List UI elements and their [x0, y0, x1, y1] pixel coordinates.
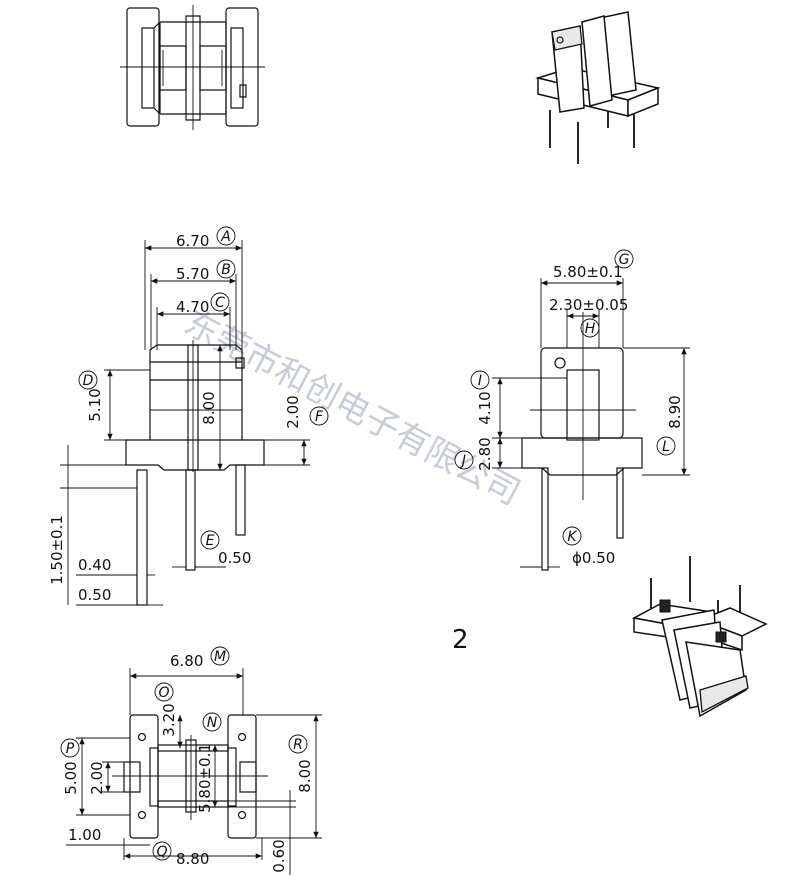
dim-p2-value: 2.00 [88, 761, 106, 794]
callout-h-circle [580, 318, 600, 338]
figure-number: 2 [452, 625, 469, 655]
top-view-drawing [120, 5, 265, 130]
callout-h-letter: H [585, 321, 596, 337]
dim-r-value: 8.00 [296, 759, 314, 792]
callout-d-circle [78, 370, 98, 390]
callout-k-circle [562, 526, 582, 546]
dim-q1-value: 1.00 [68, 826, 101, 844]
callout-n-circle [202, 712, 222, 732]
callout-c-circle [210, 292, 230, 312]
dim-b-value: 5.70 [176, 265, 209, 283]
dim-pin-large-value: 0.50 [78, 586, 111, 604]
dim-m-value: 6.80 [170, 652, 203, 670]
dim-l-value: 8.90 [666, 395, 684, 428]
callout-r-letter: R [293, 737, 303, 753]
callout-b-circle [216, 259, 236, 279]
isometric-view-2 [631, 556, 768, 718]
callout-q-circle [152, 841, 172, 861]
callout-a-letter: A [220, 229, 231, 245]
front-view-drawing [60, 240, 310, 606]
callout-q-letter: Q [156, 844, 167, 860]
callout-j-letter: J [459, 453, 466, 469]
callout-l-letter: L [662, 439, 670, 455]
callout-r-circle [288, 734, 308, 754]
dim-k-value: ϕ0.50 [572, 549, 615, 567]
callout-o-circle [154, 682, 174, 702]
isometric-view-1 [535, 11, 661, 164]
dim-j-value: 2.80 [476, 437, 494, 470]
dim-c-value: 4.70 [176, 298, 209, 316]
dim-g-value: 5.80±0.1 [553, 263, 623, 281]
callout-k-letter: K [567, 529, 578, 545]
dim-a-value: 6.70 [176, 232, 209, 250]
callout-e-letter: E [206, 533, 215, 549]
callout-e-circle [200, 530, 220, 550]
callout-f-circle [309, 406, 329, 426]
callout-n-letter: N [207, 715, 218, 731]
callout-f-letter: F [315, 409, 324, 425]
dim-p-value: 5.00 [62, 761, 80, 794]
dim-pitch-value: 1.50±0.1 [48, 515, 66, 585]
dim-pin-small-value: 0.40 [78, 556, 111, 574]
dim-i-value: 4.10 [476, 391, 494, 424]
side-view-drawing [492, 278, 690, 571]
callout-c-letter: C [215, 295, 225, 311]
callout-p-letter: P [66, 741, 75, 757]
callout-i-letter: I [478, 373, 482, 389]
dim-center-height-value: 8.00 [200, 391, 218, 424]
callout-d-letter: D [83, 373, 94, 389]
dim-o-value: 3.20 [160, 703, 178, 736]
bottom-view-drawing [66, 668, 322, 875]
callout-p-circle [60, 738, 80, 758]
callout-i-circle [470, 370, 490, 390]
dim-q-value: 8.80 [176, 850, 209, 868]
dim-q2-value: 0.60 [270, 839, 288, 872]
callout-m-circle [210, 646, 230, 666]
callout-g-letter: G [619, 252, 630, 268]
dim-f-value: 2.00 [284, 395, 302, 428]
callout-g-circle [614, 249, 634, 269]
callout-l-circle [656, 436, 676, 456]
dim-d-value: 5.10 [86, 388, 104, 421]
callout-b-letter: B [221, 262, 231, 278]
dim-h-value: 2.30±0.05 [549, 296, 628, 314]
callout-j-circle [454, 450, 474, 470]
callout-o-letter: O [158, 685, 169, 701]
dim-e-value: 0.50 [218, 549, 251, 567]
callout-m-letter: M [214, 649, 226, 665]
callout-a-circle [216, 226, 236, 246]
dim-n-value: 5.80±0.1 [196, 743, 214, 813]
